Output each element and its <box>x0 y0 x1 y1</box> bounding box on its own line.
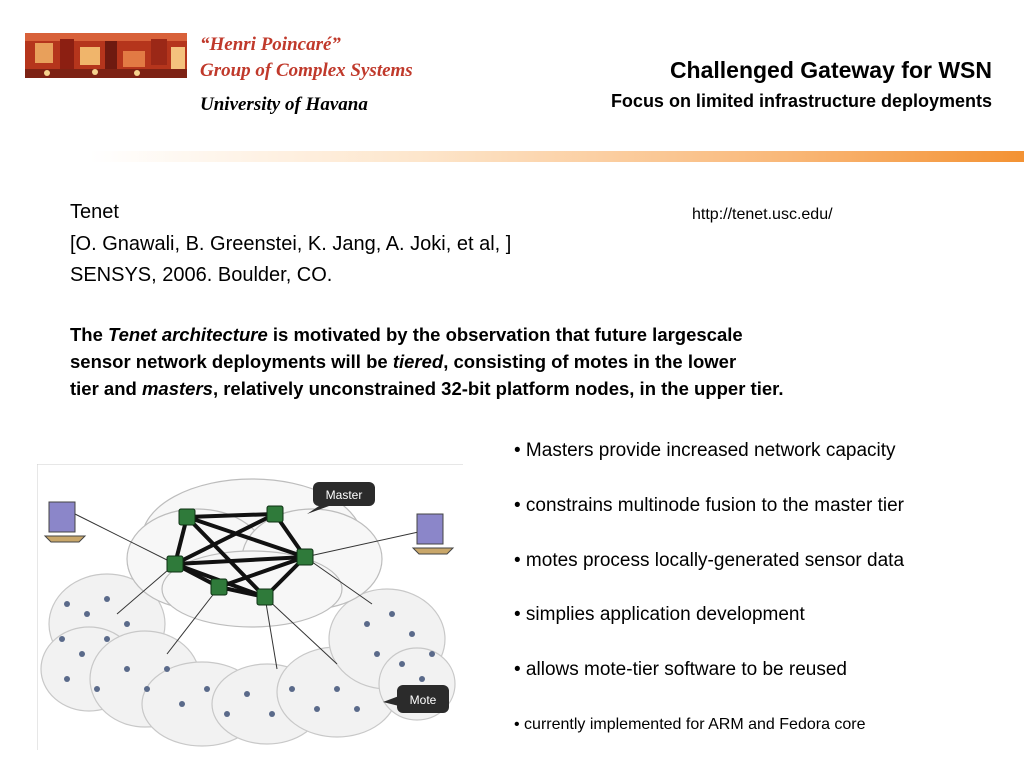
svg-text:Master: Master <box>326 488 363 502</box>
institute-name: “Henri Poincaré” <box>200 34 341 55</box>
logo-painting <box>25 33 187 78</box>
laptop-icon <box>43 501 87 543</box>
reference-authors: [O. Gnawali, B. Greenstei, K. Jang, A. J… <box>70 233 512 255</box>
reference-url[interactable]: http://tenet.usc.edu/ <box>692 206 833 223</box>
list-item: • allows mote-tier software to be reused <box>514 659 847 680</box>
list-item: • currently implemented for ARM and Fedo… <box>514 716 866 733</box>
laptop-icon <box>411 513 455 555</box>
master-callout: Master <box>307 482 375 514</box>
reference-venue: SENSYS, 2006. Boulder, CO. <box>70 264 333 286</box>
university-name: University of Havana <box>200 94 368 115</box>
list-item: • constrains multinode fusion to the mas… <box>514 495 905 516</box>
slide-subtitle: Focus on limited infrastructure deployme… <box>610 91 992 111</box>
list-item: • simplies application development <box>514 604 805 625</box>
header-divider <box>90 151 1024 162</box>
group-name: Group of Complex Systems <box>200 60 413 81</box>
svg-text:Mote: Mote <box>410 693 437 707</box>
mote-callout: Mote <box>383 685 449 713</box>
master-nodes <box>166 505 314 606</box>
list-item: • Masters provide increased network capa… <box>514 440 896 461</box>
slide-title: Challenged Gateway for WSN <box>669 57 992 83</box>
tenet-architecture-diagram: Master Mote <box>37 464 463 750</box>
reference-name: Tenet <box>70 201 119 223</box>
uplinks <box>74 513 433 670</box>
list-item: • motes process locally-generated sensor… <box>514 550 905 571</box>
description-paragraph: The Tenet architecture is motivated by t… <box>70 324 784 399</box>
